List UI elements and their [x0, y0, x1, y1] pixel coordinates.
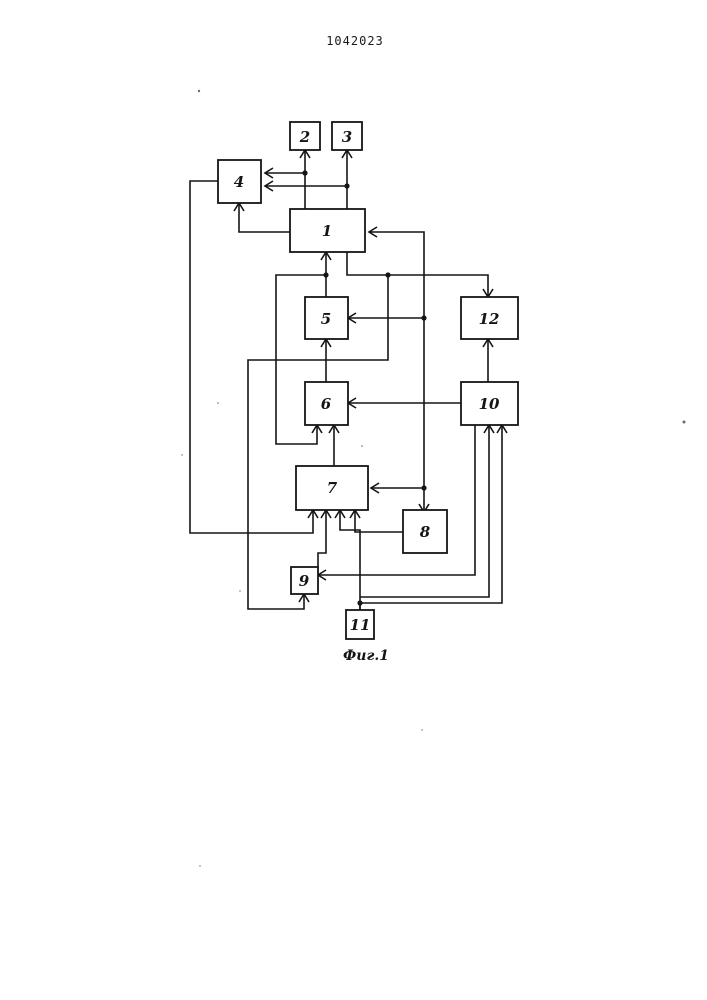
block-2-label: 2	[299, 128, 310, 146]
figure-caption: Фиг.1	[343, 648, 389, 664]
block-6-label: 6	[321, 395, 332, 413]
block-11-label: 11	[350, 616, 371, 634]
block-6: 6	[305, 382, 348, 425]
block-5-label: 5	[321, 310, 331, 328]
blocks: 2 3 4 1 5 12 6 10	[218, 122, 518, 639]
block-9: 9	[291, 567, 318, 594]
block-3: 3	[332, 122, 362, 150]
block-8-label: 8	[420, 523, 431, 541]
block-8: 8	[403, 510, 447, 553]
block-1: 1	[290, 209, 365, 252]
block-1-label: 1	[322, 222, 332, 240]
block-7: 7	[296, 466, 368, 510]
block-9-label: 9	[299, 572, 310, 590]
block-10: 10	[461, 382, 518, 425]
block-4-label: 4	[234, 173, 244, 191]
block-7-label: 7	[327, 479, 338, 497]
block-3-label: 3	[342, 128, 352, 146]
block-4: 4	[218, 160, 261, 203]
block-12: 12	[461, 297, 518, 339]
block-12-label: 12	[479, 310, 500, 328]
scan-specks	[181, 90, 685, 867]
block-2: 2	[290, 122, 320, 150]
block-5: 5	[305, 297, 348, 339]
block-11: 11	[346, 610, 374, 639]
block-10-label: 10	[479, 395, 500, 413]
